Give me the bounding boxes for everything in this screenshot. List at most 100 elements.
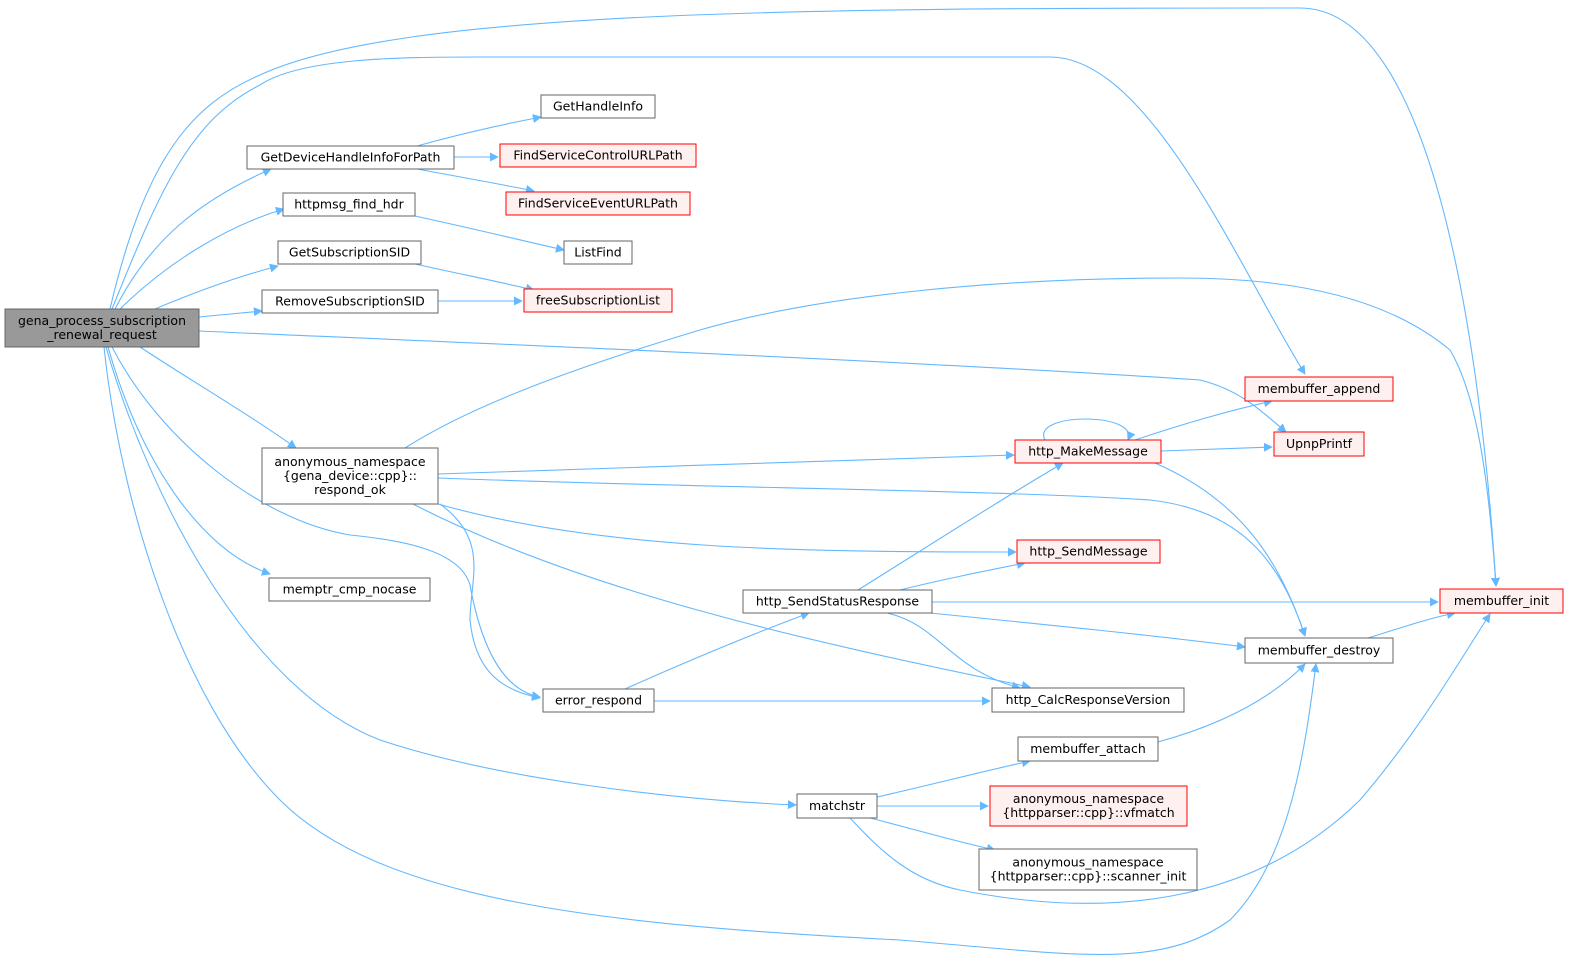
node-box-http_SendMessage[interactable]: [1016, 539, 1161, 564]
node-box-GetSubscriptionSID[interactable]: [277, 240, 422, 265]
node-box-memptr_cmp_nocase[interactable]: [268, 577, 431, 602]
node-box-matchstr[interactable]: [796, 793, 878, 819]
node-freeSubscriptionList[interactable]: freeSubscriptionList: [523, 288, 673, 313]
node-RemoveSubscriptionSID[interactable]: RemoveSubscriptionSID: [261, 289, 439, 314]
edge-membuffer_destroy-to-membuffer_init: [1367, 610, 1456, 639]
node-box-membuffer_append[interactable]: [1244, 376, 1394, 402]
node-UpnpPrintf[interactable]: UpnpPrintf: [1273, 431, 1365, 457]
node-label-http_MakeMessage: http_MakeMessage: [1028, 444, 1148, 459]
node-box-freeSubscriptionList[interactable]: [523, 288, 673, 313]
edge-http_SendStatusResponse-to-membuffer_destroy: [929, 612, 1246, 651]
node-label-root: gena_process_subscription: [18, 313, 186, 328]
node-http_SendMessage[interactable]: http_SendMessage: [1016, 539, 1161, 564]
node-label-memptr_cmp_nocase: memptr_cmp_nocase: [283, 582, 417, 597]
edge-root-to-memptr_cmp_nocase: [107, 346, 271, 576]
node-matchstr[interactable]: matchstr: [796, 793, 878, 819]
node-box-root[interactable]: [4, 308, 200, 348]
nodes-layer: gena_process_subscription_renewal_reques…: [4, 94, 1564, 891]
node-membuffer_append[interactable]: membuffer_append: [1244, 376, 1394, 402]
node-box-GetDeviceHandleInfoForPath[interactable]: [246, 145, 455, 170]
node-box-http_CalcResponseVersion[interactable]: [991, 687, 1185, 713]
edge-root-to-RemoveSubscriptionSID: [198, 307, 263, 318]
node-label-matchstr: matchstr: [809, 798, 866, 813]
edge-root-to-matchstr: [105, 346, 797, 810]
edge-root-to-membuffer_append: [111, 56, 1306, 375]
edge-root-to-httpmsg_find_hdr: [119, 206, 285, 310]
node-FindServiceEventURLPath[interactable]: FindServiceEventURLPath: [505, 191, 691, 216]
node-label-freeSubscriptionList: freeSubscriptionList: [536, 293, 660, 308]
node-FindServiceControlURLPath[interactable]: FindServiceControlURLPath: [499, 143, 697, 168]
node-label-respond_ok: anonymous_namespace: [274, 454, 425, 469]
node-box-http_MakeMessage[interactable]: [1014, 439, 1162, 464]
node-membuffer_attach[interactable]: membuffer_attach: [1017, 736, 1159, 762]
node-box-vfmatch[interactable]: [989, 785, 1188, 827]
node-label-vfmatch: anonymous_namespace: [1013, 791, 1164, 806]
node-http_MakeMessage[interactable]: http_MakeMessage: [1014, 439, 1162, 464]
edge-error_respond-to-http_SendStatusResponse: [624, 611, 810, 690]
node-membuffer_destroy[interactable]: membuffer_destroy: [1244, 637, 1394, 664]
node-label-root: _renewal_request: [46, 327, 157, 342]
node-label-UpnpPrintf: UpnpPrintf: [1286, 436, 1353, 451]
node-box-UpnpPrintf[interactable]: [1273, 431, 1365, 457]
node-box-FindServiceControlURLPath[interactable]: [499, 143, 697, 168]
edge-GetDeviceHandleInfoForPath-to-FindServiceEventURLPath: [416, 168, 535, 194]
edge-root-to-membuffer_destroy: [103, 346, 1320, 955]
node-vfmatch[interactable]: anonymous_namespace{httpparser::cpp}::vf…: [989, 785, 1188, 827]
edge-matchstr-to-membuffer_init: [849, 613, 1491, 904]
node-GetDeviceHandleInfoForPath[interactable]: GetDeviceHandleInfoForPath: [246, 145, 455, 170]
node-label-vfmatch: {httpparser::cpp}::vfmatch: [1002, 805, 1174, 820]
edge-respond_ok-to-http_SendMessage: [437, 503, 1017, 557]
edge-matchstr-to-membuffer_attach: [876, 758, 1031, 798]
node-box-ListFind[interactable]: [563, 240, 633, 265]
node-respond_ok[interactable]: anonymous_namespace{gena_device::cpp}::r…: [261, 447, 439, 505]
node-box-error_respond[interactable]: [542, 688, 655, 713]
node-membuffer_init[interactable]: membuffer_init: [1439, 588, 1564, 614]
edge-respond_ok-to-http_MakeMessage: [437, 450, 1015, 475]
node-label-GetSubscriptionSID: GetSubscriptionSID: [289, 245, 410, 260]
edge-http_SendStatusResponse-to-http_SendMessage: [899, 560, 1026, 591]
node-box-membuffer_destroy[interactable]: [1244, 637, 1394, 664]
node-root[interactable]: gena_process_subscription_renewal_reques…: [4, 308, 200, 348]
node-label-scanner_init: anonymous_namespace: [1012, 855, 1163, 870]
node-box-GetHandleInfo[interactable]: [540, 94, 656, 119]
node-label-respond_ok: respond_ok: [314, 482, 386, 497]
edge-http_MakeMessage-to-http_MakeMessage: [1043, 418, 1136, 441]
edge-root-to-respond_ok: [139, 346, 297, 449]
node-box-httpmsg_find_hdr[interactable]: [282, 192, 416, 217]
edge-root-to-error_respond: [111, 346, 541, 701]
node-memptr_cmp_nocase[interactable]: memptr_cmp_nocase: [268, 577, 431, 602]
node-scanner_init[interactable]: anonymous_namespace{httpparser::cpp}::sc…: [978, 848, 1198, 891]
node-box-FindServiceEventURLPath[interactable]: [505, 191, 691, 216]
node-box-http_SendStatusResponse[interactable]: [742, 589, 933, 614]
node-label-http_SendMessage: http_SendMessage: [1029, 544, 1147, 559]
node-label-ListFind: ListFind: [574, 245, 621, 260]
node-box-RemoveSubscriptionSID[interactable]: [261, 289, 439, 314]
node-GetSubscriptionSID[interactable]: GetSubscriptionSID: [277, 240, 422, 265]
edge-GetSubscriptionSID-to-freeSubscriptionList: [414, 263, 535, 293]
node-box-respond_ok[interactable]: [261, 447, 439, 505]
node-label-scanner_init: {httpparser::cpp}::scanner_init: [990, 869, 1187, 884]
node-box-scanner_init[interactable]: [978, 848, 1198, 891]
node-http_CalcResponseVersion[interactable]: http_CalcResponseVersion: [991, 687, 1185, 713]
node-http_SendStatusResponse[interactable]: http_SendStatusResponse: [742, 589, 933, 614]
node-box-membuffer_attach[interactable]: [1017, 736, 1159, 762]
node-label-http_SendStatusResponse: http_SendStatusResponse: [756, 594, 920, 609]
edges-layer: [103, 7, 1500, 955]
edge-respond_ok-to-error_respond: [439, 503, 541, 701]
edge-respond_ok-to-membuffer_destroy: [437, 477, 1307, 637]
edge-matchstr-to-scanner_init: [869, 817, 996, 853]
node-box-membuffer_init[interactable]: [1439, 588, 1564, 614]
node-label-RemoveSubscriptionSID: RemoveSubscriptionSID: [275, 294, 425, 309]
edge-membuffer_attach-to-membuffer_destroy: [1157, 663, 1306, 743]
node-GetHandleInfo[interactable]: GetHandleInfo: [540, 94, 656, 119]
node-error_respond[interactable]: error_respond: [542, 688, 655, 713]
node-httpmsg_find_hdr[interactable]: httpmsg_find_hdr: [282, 192, 416, 217]
edge-root-to-GetSubscriptionSID: [154, 263, 279, 310]
node-label-respond_ok: {gena_device::cpp}::: [283, 468, 417, 483]
node-label-GetHandleInfo: GetHandleInfo: [553, 99, 643, 114]
node-label-FindServiceControlURLPath: FindServiceControlURLPath: [513, 148, 682, 163]
edge-http_MakeMessage-to-membuffer_destroy: [1154, 462, 1307, 637]
node-ListFind[interactable]: ListFind: [563, 240, 633, 265]
edge-root-to-UpnpPrintf: [198, 330, 1287, 433]
